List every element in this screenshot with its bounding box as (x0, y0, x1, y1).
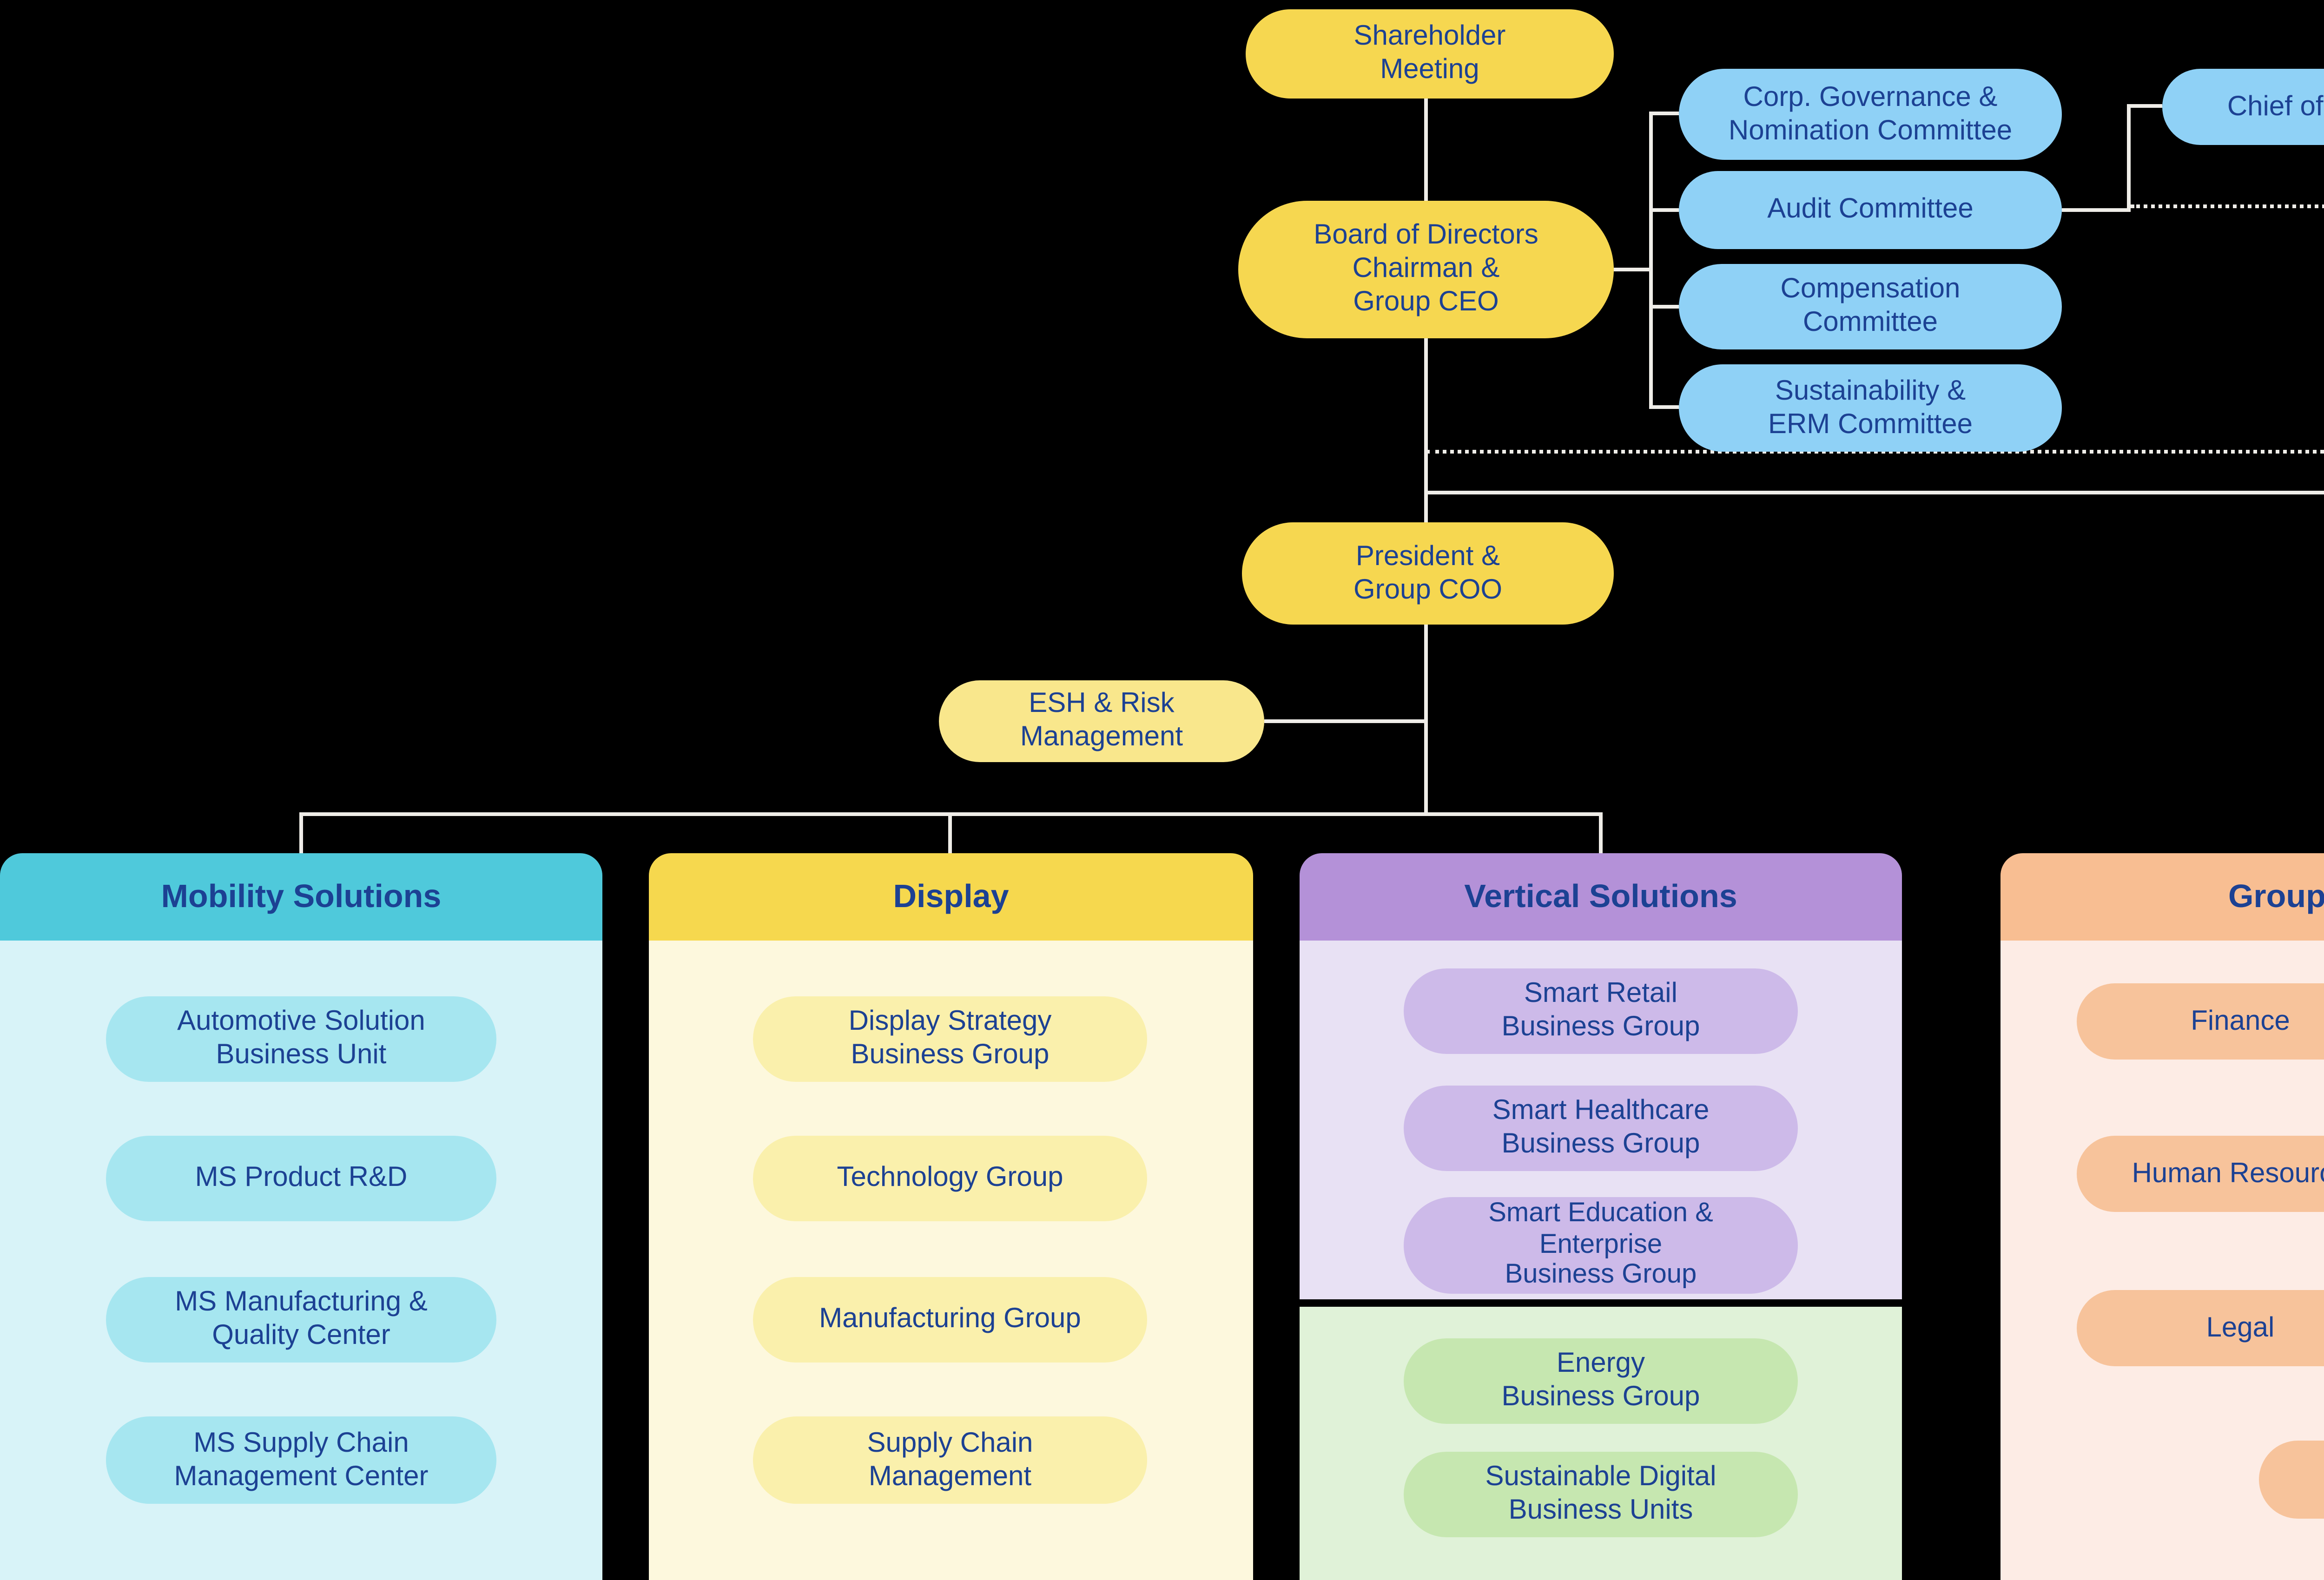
node-shareholder-meeting: Shareholder Meeting (1246, 9, 1614, 99)
connector-esh-to-trunk (1264, 719, 1426, 723)
connector-audit-to-compliance-v (2127, 106, 2131, 212)
node-corp-governance-committee: Corp. Governance & Nomination Committee (1679, 69, 2062, 160)
connector-infrastructure-h (1424, 491, 2324, 494)
dotted-audit-to-edge (2131, 204, 2324, 208)
connector-president-down (1424, 625, 1428, 816)
node-smart-healthcare-business-group: Smart Healthcare Business Group (1404, 1086, 1798, 1171)
node-president-group-coo: President & Group COO (1242, 522, 1614, 625)
node-sustainability-erm-committee: Sustainability & ERM Committee (1679, 364, 2062, 452)
node-finance: Finance (2077, 983, 2324, 1060)
node-manufacturing-group: Manufacturing Group (753, 1277, 1147, 1363)
division-header-mobility: Mobility Solutions (0, 853, 602, 941)
connector-board-to-committees (1614, 268, 1651, 271)
connector-drop-display (948, 812, 952, 853)
node-supply-chain-management: Supply Chain Management (753, 1416, 1147, 1504)
connector-stub-audit (1649, 208, 1679, 212)
node-legal: Legal (2077, 1290, 2324, 1366)
node-energy-business-group: Energy Business Group (1404, 1338, 1798, 1424)
node-ms-manufacturing-quality-center: MS Manufacturing & Quality Center (106, 1277, 496, 1363)
node-sustainable-digital-business-units: Sustainable Digital Business Units (1404, 1452, 1798, 1537)
division-header-infrastructure: Group Infrastructure Unit (2000, 853, 2324, 941)
division-header-vertical-solutions: Vertical Solutions (1300, 853, 1902, 941)
connector-board-to-president (1424, 336, 1428, 524)
dotted-compliance-to-trunk (1426, 450, 2324, 454)
connector-stub-corp-governance (1649, 112, 1679, 115)
connector-stub-sustainability (1649, 405, 1679, 409)
connector-committee-bracket (1649, 112, 1653, 409)
connector-compliance-stub (2127, 104, 2162, 108)
node-esh-risk-management: ESH & Risk Management (939, 680, 1264, 762)
node-ms-product-rd: MS Product R&D (106, 1136, 496, 1221)
division-header-display: Display (649, 853, 1253, 941)
connector-drop-mobility (299, 812, 303, 853)
node-board-of-directors: Board of Directors Chairman & Group CEO (1238, 201, 1614, 338)
connector-drop-vertical (1599, 812, 1603, 853)
node-human-resource: Human Resource (2077, 1136, 2324, 1212)
node-smart-education-enterprise-business-group: Smart Education & Enterprise Business Gr… (1404, 1197, 1798, 1294)
node-display-strategy-business-group: Display Strategy Business Group (753, 996, 1147, 1082)
node-compensation-committee: Compensation Committee (1679, 264, 2062, 349)
connector-stub-compensation (1649, 305, 1679, 309)
node-ms-supply-chain-management-center: MS Supply Chain Management Center (106, 1416, 496, 1504)
node-audit-committee: Audit Committee (1679, 171, 2062, 249)
connector-shareholder-to-board (1424, 99, 1428, 203)
node-chief-of-compliance: Chief of Compliance (2162, 69, 2324, 145)
node-smart-retail-business-group: Smart Retail Business Group (1404, 968, 1798, 1054)
node-auditing: Auditing (2259, 1441, 2324, 1519)
node-automotive-solution-business-unit: Automotive Solution Business Unit (106, 996, 496, 1082)
node-technology-group: Technology Group (753, 1136, 1147, 1221)
connector-audit-to-compliance-h (2062, 208, 2131, 212)
